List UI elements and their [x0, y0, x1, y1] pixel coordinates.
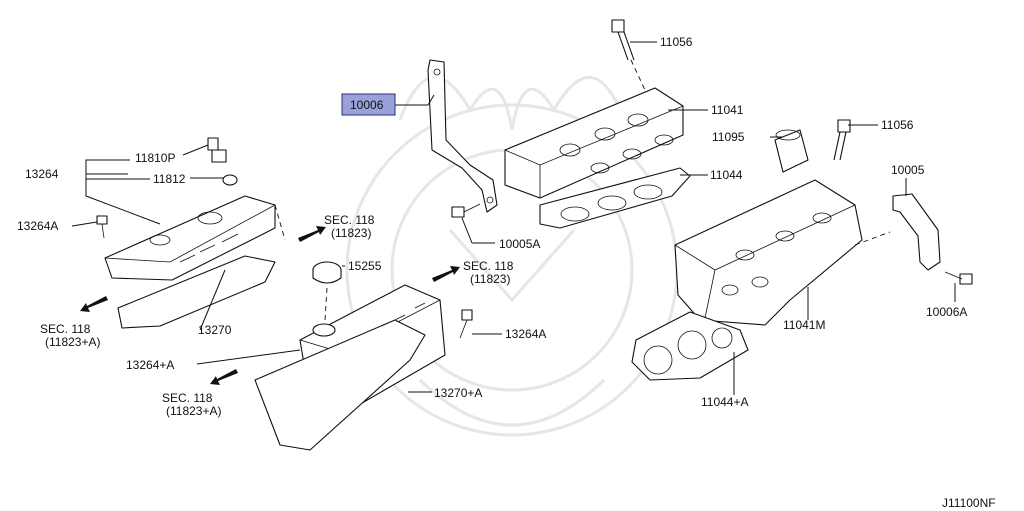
guide-line-left — [274, 204, 286, 241]
label-11810P[interactable]: 11810P — [135, 151, 175, 165]
sec-ref-4-line2[interactable]: (11823+A) — [166, 404, 221, 418]
oil-cap-11810P[interactable] — [207, 137, 227, 163]
label-11056-right[interactable]: 11056 — [881, 118, 914, 132]
sec-ref-1-line1[interactable]: SEC. 118 — [324, 213, 375, 227]
sec-ref-4-line1[interactable]: SEC. 118 — [162, 391, 213, 405]
sec-ref-2-line2[interactable]: (11823) — [470, 272, 510, 286]
seal-11812[interactable] — [222, 174, 238, 186]
label-11041[interactable]: 11041 — [711, 103, 744, 117]
sec-ref-3-line1[interactable]: SEC. 118 — [40, 322, 91, 336]
sec-arrow-1[interactable] — [298, 226, 326, 242]
label-10006A[interactable]: 10006A — [926, 305, 967, 319]
bolt-13264A-mid[interactable] — [459, 309, 473, 339]
label-10005[interactable]: 10005 — [891, 163, 925, 177]
sec-arrow-3[interactable] — [80, 296, 108, 312]
label-11041M[interactable]: 11041M — [783, 318, 825, 332]
label-13264[interactable]: 13264 — [25, 167, 59, 181]
bolt-10005A[interactable] — [451, 203, 481, 218]
label-15255[interactable]: 15255 — [348, 259, 382, 273]
leader-lines — [71, 41, 956, 395]
sec-ref-3-line2[interactable]: (11823+A) — [45, 335, 100, 349]
gasket-13270[interactable] — [117, 255, 276, 329]
bracket-10006[interactable] — [427, 59, 498, 213]
label-11095[interactable]: 11095 — [712, 130, 745, 144]
bolt-11056-top[interactable] — [611, 19, 646, 91]
cylinder-head-11041[interactable] — [504, 87, 684, 199]
part-labels: 10006 11056 11041 11095 11056 11044 1000… — [17, 35, 996, 510]
cylinder-head-11041M[interactable] — [674, 179, 863, 326]
label-11044[interactable]: 11044 — [710, 168, 743, 182]
sec-arrow-2[interactable] — [432, 266, 460, 282]
valve-11095[interactable] — [774, 129, 809, 173]
bolt-10006A[interactable] — [944, 271, 973, 285]
sec-ref-1-line2[interactable]: (11823) — [331, 226, 371, 240]
bracket-guide-line — [854, 231, 891, 246]
gasket-13270A[interactable] — [254, 319, 426, 451]
sec-ref-2-line1[interactable]: SEC. 118 — [463, 259, 514, 273]
label-13264A-mid[interactable]: 13264A — [505, 327, 546, 341]
label-11044A[interactable]: 11044+A — [701, 395, 749, 409]
label-11812[interactable]: 11812 — [153, 172, 186, 186]
highlight-box-10006 — [341, 93, 396, 116]
label-10006[interactable]: 10006 — [350, 98, 384, 112]
label-13264plusA[interactable]: 13264+A — [126, 358, 174, 372]
label-10005A[interactable]: 10005A — [499, 237, 540, 251]
diagram-code: J11100NF — [942, 496, 996, 510]
rocker-cover-13264[interactable] — [104, 195, 276, 281]
label-13270plusA[interactable]: 13270+A — [434, 386, 482, 400]
head-gasket-11044[interactable] — [539, 167, 691, 229]
bolt-11056-right[interactable] — [833, 119, 851, 161]
label-13264A-left[interactable]: 13264A — [17, 219, 58, 233]
label-11056-top[interactable]: 11056 — [660, 35, 693, 49]
oil-filler-cap-15255[interactable] — [312, 261, 342, 321]
label-13270[interactable]: 13270 — [198, 323, 232, 337]
bolt-13264A-left[interactable] — [96, 215, 108, 239]
sec-arrow-4[interactable] — [210, 369, 238, 385]
head-gasket-11044A[interactable] — [631, 311, 749, 381]
bracket-10005[interactable] — [892, 193, 941, 271]
